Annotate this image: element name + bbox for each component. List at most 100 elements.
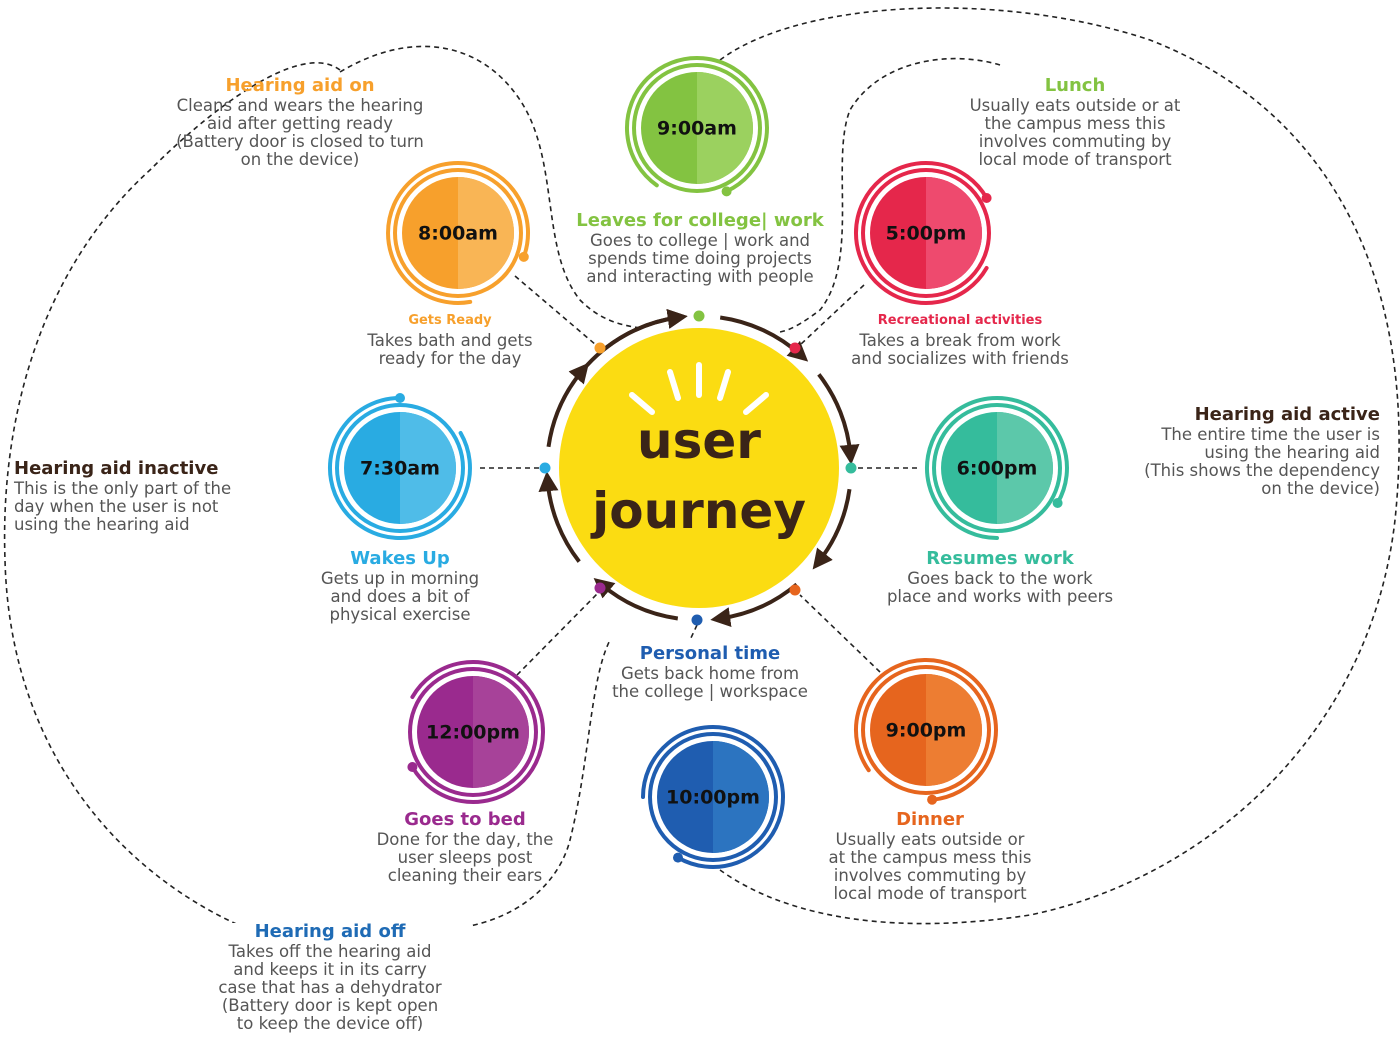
node-circle-highlight <box>926 674 982 786</box>
node-title: Goes to bed <box>404 809 526 830</box>
node-time: 8:00am <box>418 223 498 245</box>
node-time: 10:00pm <box>666 787 760 809</box>
node-title: Wakes Up <box>350 548 450 569</box>
inner-ring <box>861 665 991 795</box>
node-title: Gets Ready <box>408 313 492 328</box>
cycle-arrow <box>538 471 581 563</box>
dashed-boundary-lines <box>3 7 1400 937</box>
annotation-hearing-aid-on: Hearing aid on Cleans and wears the hear… <box>140 77 460 169</box>
connector-personal <box>689 624 698 641</box>
hearing-on-link <box>339 45 641 329</box>
outer-ring-arc <box>641 724 785 869</box>
outer-ring-arc <box>625 56 769 194</box>
node-circle-highlight <box>400 412 456 524</box>
node-title: Recreational activities <box>877 313 1043 328</box>
outer-ring-arc <box>924 396 1069 540</box>
node-time: 12:00pm <box>426 722 520 744</box>
node-desc: Gets up in morning and does a bit of phy… <box>320 569 480 624</box>
outer-ring-arc <box>410 660 545 804</box>
cycle-arrow <box>593 577 679 621</box>
node-desc: Goes to college | work and spends time d… <box>586 231 814 286</box>
annotation-title: Hearing aid inactive <box>14 458 219 479</box>
annotation-hearing-aid-inactive: Hearing aid inactive This is the only pa… <box>14 460 274 534</box>
outer-ring-arc <box>327 396 472 540</box>
connector-dinner <box>799 594 881 673</box>
node-title: Dinner <box>896 809 964 830</box>
node-resumes: 6:00pm <box>924 396 1069 540</box>
cycle-arrow <box>546 362 590 448</box>
annotation-title: Hearing aid off <box>254 921 406 942</box>
node-desc: Gets back home from the college | worksp… <box>612 664 808 701</box>
node-dinner: 9:00pm <box>853 657 998 805</box>
node-title: Leaves for college| work <box>576 210 824 231</box>
ring-knob <box>395 393 405 403</box>
node-time: 6:00pm <box>957 458 1038 480</box>
cycle-dot-recreational <box>789 342 801 354</box>
center-title-line2: journey <box>590 482 806 540</box>
annotation-hearing-aid-active: Hearing aid active The entire time the u… <box>1100 406 1380 498</box>
node-layer: 7:30am 8:00am 9:00am 5:00pm 6:00pm 9:00pm 10:0… <box>327 56 1069 869</box>
node-personal: 10:00pm <box>641 724 785 869</box>
ring-knob <box>981 193 992 203</box>
node-time: 7:30am <box>360 458 440 480</box>
annotation-desc: This is the only part of the day when th… <box>14 479 232 534</box>
node-wakes-up: 7:30am <box>327 393 472 540</box>
inactive-boundary <box>3 62 611 937</box>
annotation-title: Hearing aid active <box>1194 404 1380 425</box>
cycle-dot-bed <box>594 582 606 594</box>
connector-recreational <box>799 284 865 346</box>
ring-knob <box>673 852 683 863</box>
annotation-desc: Usually eats outside or at the campus me… <box>969 96 1181 169</box>
annotation-desc: Takes off the hearing aid and keeps it i… <box>218 942 442 1033</box>
annotation-title: Lunch <box>1044 75 1106 96</box>
cycle-dots <box>539 310 857 626</box>
node-time: 5:00pm <box>886 223 967 245</box>
inner-ring <box>632 63 762 193</box>
node-circle-highlight <box>713 741 769 853</box>
active-boundary <box>719 7 1400 925</box>
node-recreational: 5:00pm <box>854 161 992 305</box>
node-desc: Takes bath and gets ready for the day <box>367 331 533 368</box>
cycle-dot-resumes <box>845 462 857 474</box>
cycle-dot-wakes-up <box>539 462 551 474</box>
outer-ring-arc <box>853 657 998 802</box>
inner-ring <box>648 732 778 862</box>
annotation-title: Hearing aid on <box>225 75 375 96</box>
connector-bed <box>516 592 599 676</box>
center-hub: user journey <box>559 328 839 608</box>
outer-ring-arc <box>854 161 989 305</box>
node-circle-highlight <box>697 72 753 184</box>
inner-ring <box>335 403 465 533</box>
node-circle-highlight <box>926 177 982 289</box>
inner-ring <box>861 168 991 298</box>
ring-knob <box>518 251 529 262</box>
node-circle-highlight <box>473 676 529 788</box>
ring-knob <box>927 794 938 805</box>
node-gets-ready: 8:00am <box>386 161 530 305</box>
cycle-arrow <box>604 308 688 350</box>
annotation-desc: Cleans and wears the hearing aid after g… <box>176 96 424 169</box>
cycle-dot-personal <box>691 614 703 626</box>
node-desc: Takes a break from work and socializes w… <box>851 331 1069 368</box>
node-desc: Usually eats outside or at the campus me… <box>828 830 1032 903</box>
cycle-arrow <box>817 373 860 465</box>
node-bed: 12:00pm <box>407 660 545 804</box>
cycle-arrow <box>812 488 852 570</box>
inner-ring <box>393 168 523 298</box>
inner-ring <box>408 667 538 797</box>
node-time: 9:00am <box>657 118 737 140</box>
node-circle-highlight <box>997 412 1053 524</box>
node-leaves: 9:00am <box>625 56 769 197</box>
node-title: Personal time <box>639 643 781 664</box>
lunch-link <box>779 57 1001 333</box>
ring-knob <box>407 762 418 772</box>
annotation-lunch: Lunch Usually eats outside or at the cam… <box>940 77 1210 169</box>
